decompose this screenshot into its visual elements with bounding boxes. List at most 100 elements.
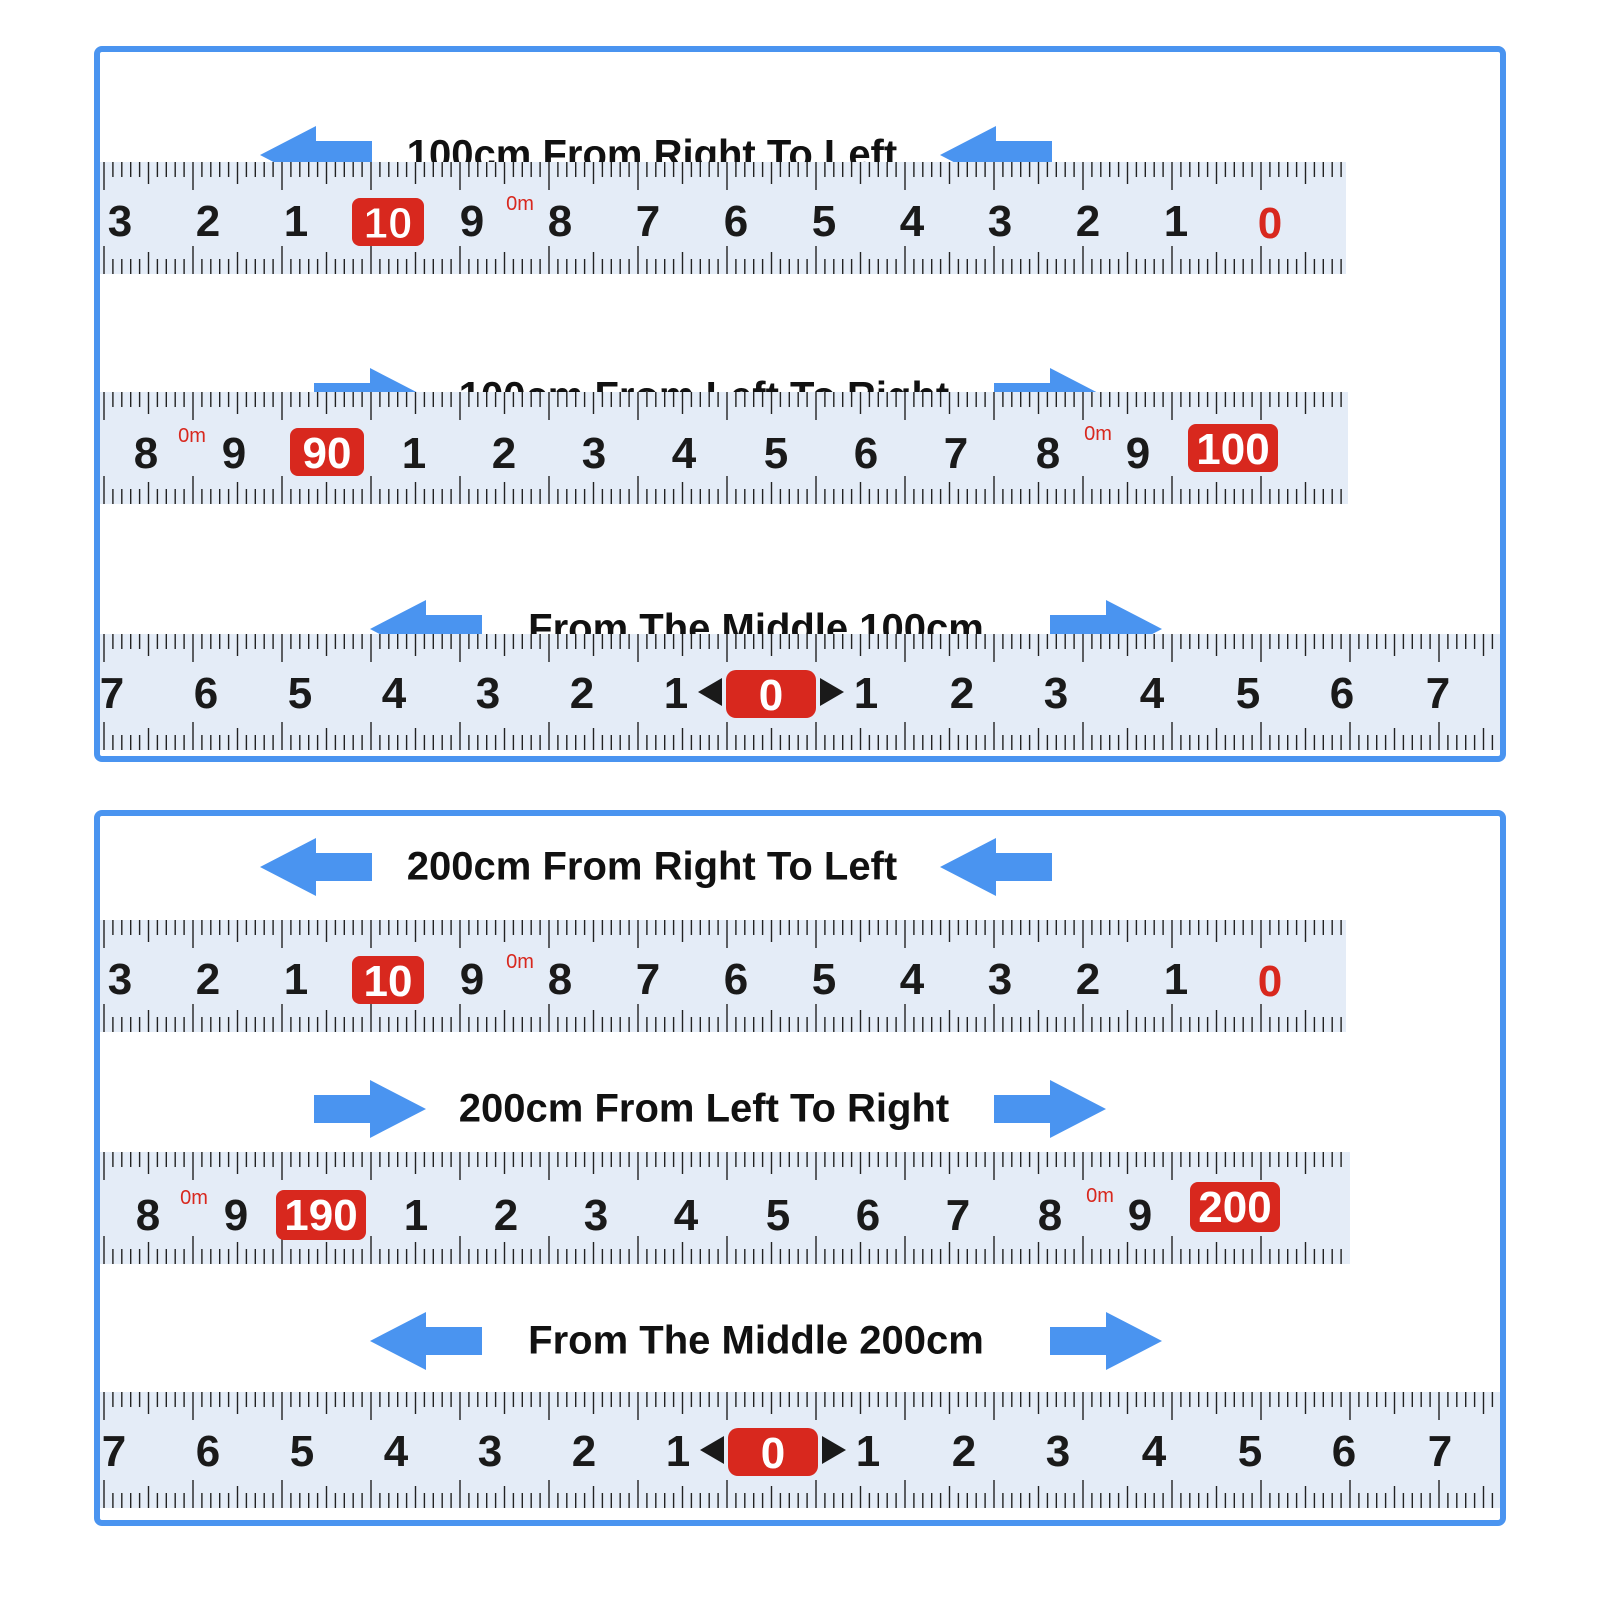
tape-rtl-100: 3 2 1 10 9 0m 8 7 6 5 4 3 2 1 0 (100, 162, 1346, 274)
caption-text: 200cm From Right To Left (406, 844, 898, 889)
arrow-right-icon (994, 1080, 1106, 1138)
tape-number: 5 (766, 1191, 790, 1240)
tape-number: 6 (854, 429, 878, 478)
tape-number: 6 (1330, 669, 1354, 718)
tape-number: 4 (672, 429, 697, 478)
tape-number: 8 (1036, 429, 1060, 478)
arrow-right-icon (1050, 1312, 1162, 1370)
tape-number: 9 (1128, 1191, 1152, 1240)
panel-100cm: 100cm From Right To Left 3 2 1 10 9 0m 8… (94, 46, 1506, 762)
tape-badge: 90 (303, 429, 352, 478)
tape-number: 2 (196, 955, 220, 1004)
tape-number: 3 (476, 669, 500, 718)
tick-marks (103, 392, 1342, 504)
tape-number: 3 (988, 955, 1012, 1004)
tape-badge: 0 (1258, 957, 1282, 1006)
tape-number: 3 (478, 1427, 502, 1476)
tick-marks (103, 634, 1494, 750)
tape-number: 4 (1142, 1427, 1167, 1476)
tape-number: 8 (136, 1191, 160, 1240)
tape-number: 1 (402, 429, 426, 478)
tape-number: 3 (108, 197, 132, 246)
caption-ltr-200: 200cm From Left To Right (100, 1074, 1500, 1144)
tape-number: 4 (900, 955, 925, 1004)
zero-meter-marker: 0m (506, 951, 534, 973)
tape-number: 1 (854, 669, 878, 718)
tape-badge: 100 (1196, 425, 1269, 474)
arrow-right-icon (314, 1080, 426, 1138)
tape-number: 6 (856, 1191, 880, 1240)
tape-number: 6 (196, 1427, 220, 1476)
caption-middle-200: From The Middle 200cm (100, 1306, 1500, 1376)
tick-marks (103, 920, 1342, 1032)
tape-number: 9 (460, 955, 484, 1004)
tape-number: 1 (666, 1427, 690, 1476)
tape-ltr-100: 8 0m 9 90 1 2 3 4 5 6 7 8 0m 9 100 (100, 392, 1348, 504)
tape-number: 3 (1044, 669, 1068, 718)
tape-number: 4 (1140, 669, 1165, 718)
tape-number: 1 (284, 197, 308, 246)
tape-number: 5 (1236, 669, 1260, 718)
triangle-left-icon (700, 1436, 724, 1464)
tape-badge: 10 (364, 957, 413, 1006)
tape-number: 6 (724, 955, 748, 1004)
tape-number: 1 (284, 955, 308, 1004)
tape-number: 2 (1076, 197, 1100, 246)
tape-ticks (103, 392, 1342, 504)
tape-number: 7 (944, 429, 968, 478)
tape-ticks (103, 1152, 1342, 1264)
tape-number: 5 (290, 1427, 314, 1476)
tape-number: 6 (724, 197, 748, 246)
tape-number: 1 (1164, 197, 1188, 246)
zero-meter-marker: 0m (180, 1187, 208, 1209)
tape-number: 4 (382, 669, 407, 718)
tape-number: 7 (100, 669, 124, 718)
tape-badge: 0 (761, 1429, 785, 1478)
tape-number: 1 (664, 669, 688, 718)
tape-number: 6 (194, 669, 218, 718)
tape-number: 4 (900, 197, 925, 246)
arrow-left-icon (370, 1312, 482, 1370)
tape-number: 8 (548, 955, 572, 1004)
tape-number: 7 (1426, 669, 1450, 718)
tape-number: 9 (460, 197, 484, 246)
tape-middle-100: 7 6 5 4 3 2 1 0 1 2 3 4 5 6 7 (100, 634, 1500, 750)
tape-number: 7 (102, 1427, 126, 1476)
tape-number: 4 (674, 1191, 699, 1240)
tape-number: 2 (950, 669, 974, 718)
triangle-right-icon (820, 678, 844, 706)
tape-badge: 0 (1258, 199, 1282, 248)
caption-text: 200cm From Left To Right (458, 1086, 950, 1131)
zero-meter-marker: 0m (1084, 423, 1112, 445)
tape-number: 2 (196, 197, 220, 246)
tape-number: 3 (988, 197, 1012, 246)
tape-number: 8 (134, 429, 158, 478)
tape-badge: 0 (759, 671, 783, 720)
arrow-left-icon (940, 838, 1052, 896)
tape-number: 5 (764, 429, 788, 478)
tape-number: 2 (570, 669, 594, 718)
tape-number: 5 (812, 197, 836, 246)
tape-number: 9 (1126, 429, 1150, 478)
tick-marks (103, 1392, 1494, 1508)
tape-number: 1 (1164, 955, 1188, 1004)
tape-number: 2 (572, 1427, 596, 1476)
tape-number: 5 (288, 669, 312, 718)
tape-number: 1 (404, 1191, 428, 1240)
tape-middle-200: 7 6 5 4 3 2 1 0 1 2 3 4 5 6 7 (100, 1392, 1500, 1508)
tape-ticks (103, 634, 1494, 750)
tape-badge: 10 (364, 199, 413, 248)
tape-number: 8 (548, 197, 572, 246)
tape-ticks (103, 1392, 1494, 1508)
tape-ticks (103, 162, 1342, 274)
tape-number: 2 (494, 1191, 518, 1240)
caption-rtl-200: 200cm From Right To Left (100, 832, 1500, 902)
tape-number: 9 (222, 429, 246, 478)
tape-number: 7 (946, 1191, 970, 1240)
tape-number: 7 (1428, 1427, 1452, 1476)
tape-badge: 200 (1198, 1183, 1271, 1232)
tape-number: 7 (636, 955, 660, 1004)
zero-meter-marker: 0m (178, 425, 206, 447)
tape-rtl-200: 3 2 1 10 9 0m 8 7 6 5 4 3 2 1 0 (100, 920, 1346, 1032)
zero-meter-marker: 0m (506, 193, 534, 215)
